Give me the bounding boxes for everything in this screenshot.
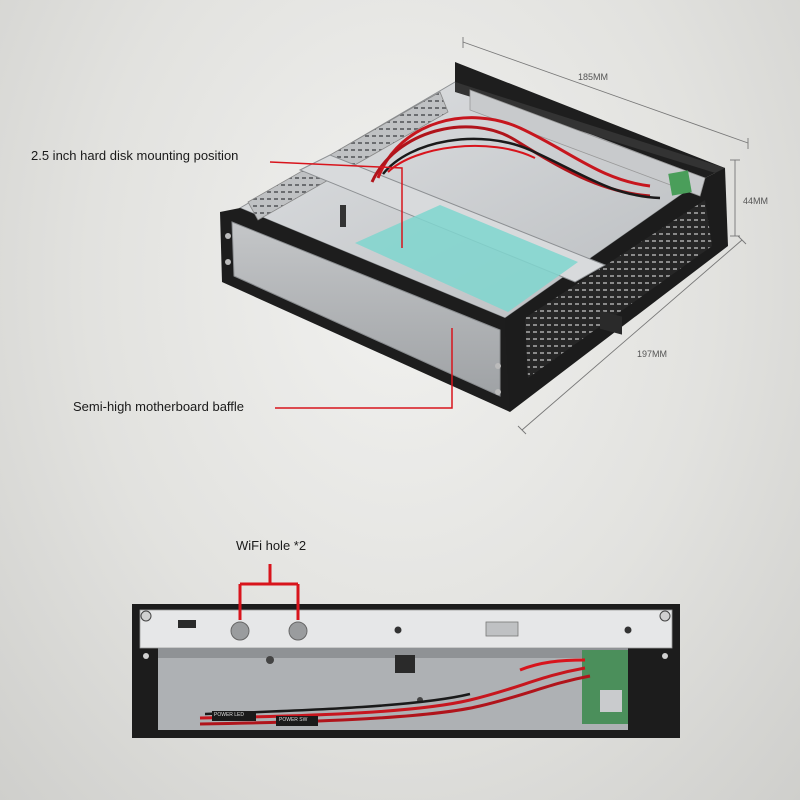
wifi-callout-bracket bbox=[238, 564, 300, 620]
hdd-mounting-label: 2.5 inch hard disk mounting position bbox=[31, 148, 239, 163]
wifi-hole-2 bbox=[288, 621, 308, 641]
height-dimension: 44MM bbox=[743, 196, 769, 206]
front-panel-cables bbox=[199, 666, 586, 720]
motherboard-baffle-label: Semi-high motherboard baffle bbox=[73, 399, 245, 414]
dimension-lines bbox=[462, 37, 749, 435]
hdd-mounting-area bbox=[355, 205, 578, 312]
motherboard-baffle-panel bbox=[231, 221, 501, 397]
wifi-hole-label: WiFi hole *2 bbox=[236, 538, 307, 553]
callout-lines-top bbox=[269, 161, 453, 409]
wifi-hole-1 bbox=[230, 621, 250, 641]
power-sw-connector-label: POWER SW bbox=[279, 717, 308, 723]
width-dimension: 185MM bbox=[578, 72, 609, 82]
sata-cable-red bbox=[376, 116, 651, 188]
depth-dimension: 197MM bbox=[637, 349, 668, 359]
power-led-connector-label: POWER LED bbox=[214, 712, 245, 718]
chassis-front-view bbox=[132, 604, 680, 738]
io-board-front bbox=[582, 650, 628, 724]
chassis-top-view bbox=[220, 62, 728, 412]
io-board bbox=[668, 170, 692, 196]
